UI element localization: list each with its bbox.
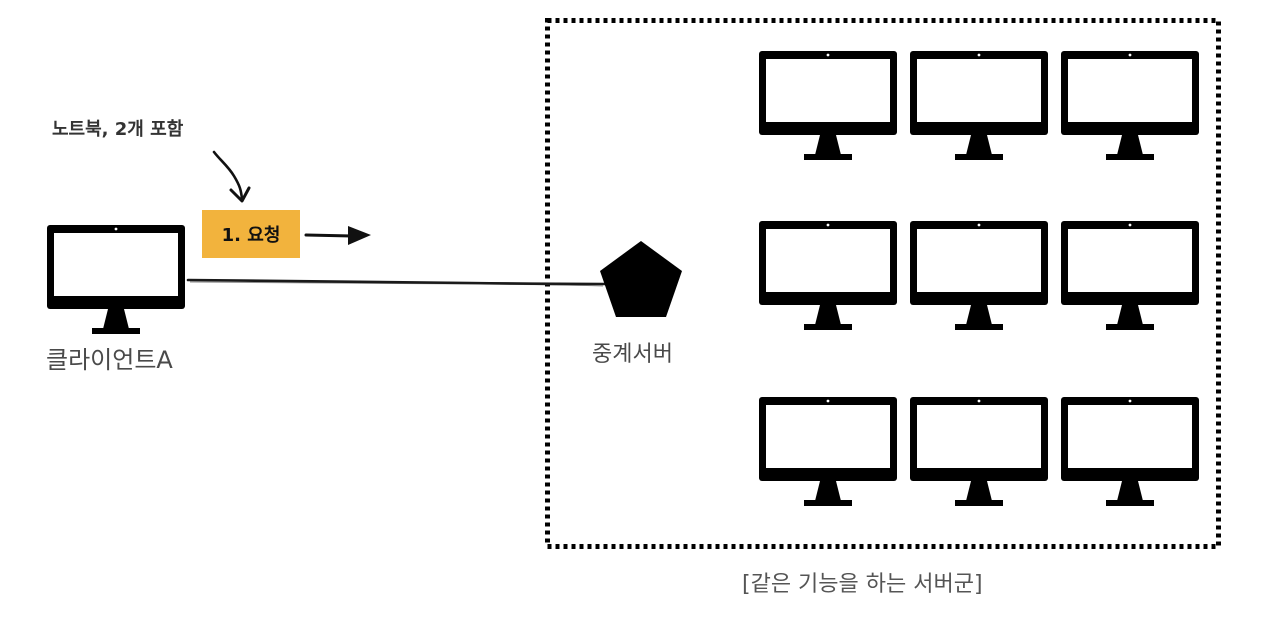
server-monitor-icon [910,51,1048,160]
server-monitor-icon [1061,51,1199,160]
server-monitor-icon [759,397,897,506]
server-monitor-icon [910,221,1048,330]
client-monitor-icon [47,225,185,334]
request-arrow [304,233,354,238]
request-box [202,210,300,258]
client-label: 클라이언트A [46,346,173,374]
request-arrow-head [348,226,371,245]
annotation-note: 노트북, 2개 포함 [52,119,184,140]
connection-line [186,278,607,286]
server-monitor-icon [759,51,897,160]
request-label: 1. 요청 [221,225,281,246]
server-monitor-icon [1061,397,1199,506]
annotation-arrow [212,150,244,201]
server-monitor-icon [759,221,897,330]
relay-server-pentagon-icon [600,241,682,317]
server-monitor-icon [910,397,1048,506]
server-monitor-icon [1061,221,1199,330]
server-cluster-label: [같은 기능을 하는 서버군] [742,572,983,597]
relay-server-label: 중계서버 [592,342,673,367]
